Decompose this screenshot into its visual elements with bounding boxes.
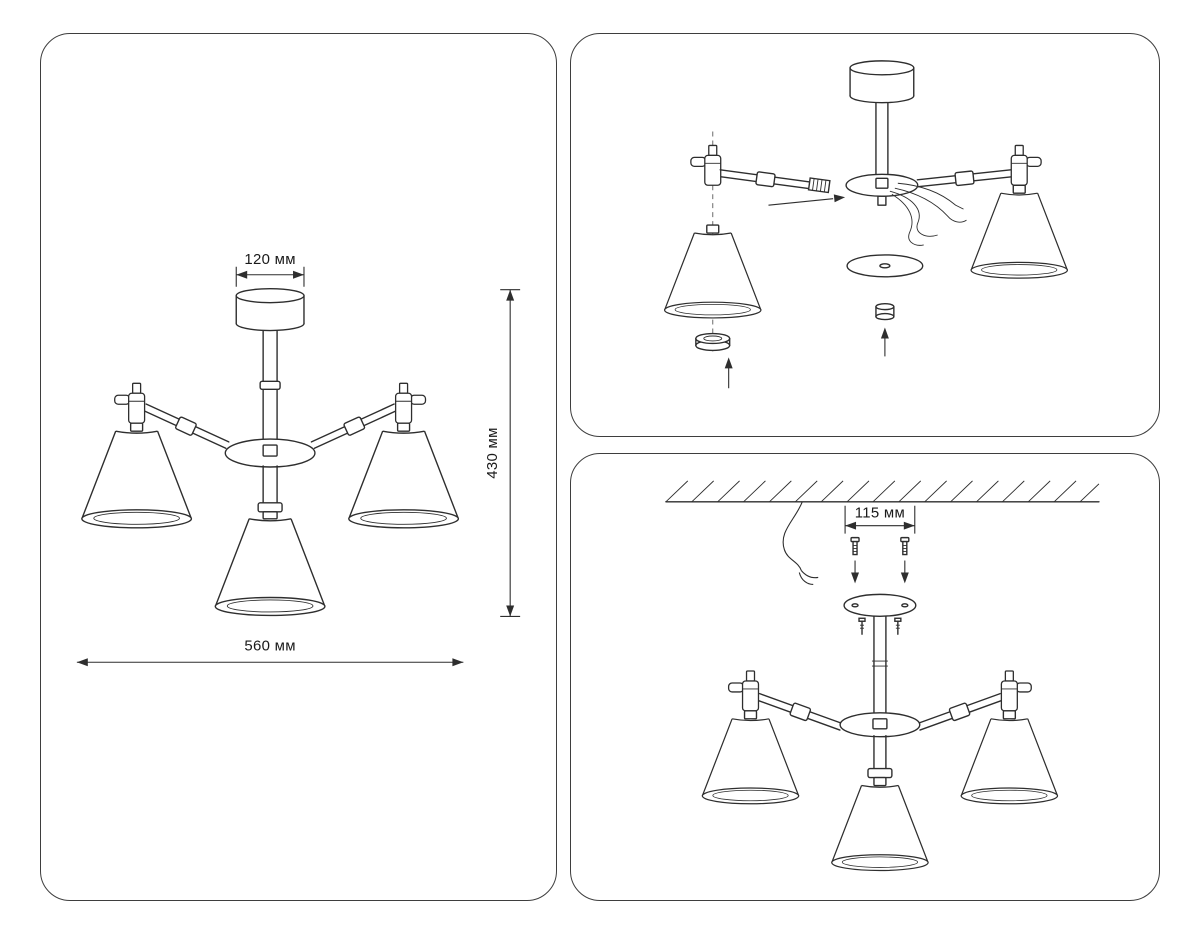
plate-screw-left: [858, 617, 866, 635]
bracket-left: [114, 382, 146, 424]
bracket-right: [1010, 144, 1042, 186]
neck-right: [396, 422, 411, 432]
supply-wire: [782, 501, 819, 585]
arm-left: [142, 403, 230, 449]
arm-right: [916, 692, 1004, 731]
height-label: 430 мм: [484, 427, 501, 478]
central-hub: [839, 712, 921, 738]
arrow-up-shade: [724, 357, 733, 389]
neck-left: [706, 224, 720, 234]
center-drop: [867, 735, 893, 787]
panel-assembly: [570, 33, 1160, 437]
bracket-left: [690, 144, 722, 186]
bracket-right: [394, 382, 427, 424]
arm-left-detached: [719, 169, 831, 194]
dimension-total-width: 560 мм: [76, 637, 464, 667]
neck-left: [129, 422, 144, 432]
stem: [871, 602, 888, 718]
dimension-hole-spacing: 115 мм: [844, 505, 916, 534]
arrow-up-disc: [880, 327, 889, 357]
ceiling-canopy: [235, 287, 305, 332]
neck-left: [743, 710, 758, 720]
mounting-bolt-right: [900, 536, 910, 556]
dimensions-drawing: 120 мм 430 мм 560 мм: [76, 251, 521, 667]
lampshade-right: [348, 430, 460, 529]
assembly-drawing: [663, 60, 1069, 389]
canopy-width-label: 120 мм: [244, 251, 295, 268]
arrow-down-right: [900, 560, 909, 584]
arm-right: [916, 169, 1013, 188]
ceiling-canopy: [849, 60, 915, 104]
lampshade-center: [831, 784, 929, 872]
arm-left: [756, 692, 843, 731]
lampshade-center: [214, 518, 326, 617]
stem: [259, 326, 281, 450]
ring-nut: [695, 332, 731, 352]
lampshade-left: [81, 430, 193, 529]
mounting-bolt-left: [850, 536, 860, 556]
mounting-plate: [843, 593, 917, 617]
wires: [889, 182, 967, 246]
lampshade-right: [960, 718, 1059, 805]
stem: [875, 98, 889, 177]
panel-installation: 115 мм: [570, 453, 1160, 901]
arrow-down-left: [851, 560, 860, 584]
neck-right: [1012, 184, 1026, 194]
lampshade-right: [970, 192, 1069, 279]
installation-drawing: 115 мм: [665, 480, 1100, 872]
total-width-label: 560 мм: [244, 637, 295, 654]
lampshade-left: [701, 718, 800, 805]
panel-dimensions: 120 мм 430 мм 560 мм: [40, 33, 557, 901]
bracket-left: [727, 670, 760, 712]
center-drop: [257, 465, 283, 520]
small-cylinder: [875, 302, 895, 321]
dimension-canopy-width: 120 мм: [235, 251, 305, 287]
hole-spacing-label: 115 мм: [855, 505, 905, 522]
lampshade-left-detached: [663, 232, 762, 319]
ceiling: [665, 480, 1100, 503]
cover-disc: [846, 254, 924, 278]
threaded-end: [807, 177, 831, 194]
central-hub: [224, 438, 316, 468]
central-hub: [845, 173, 919, 206]
dimension-height: 430 мм: [484, 289, 521, 617]
assembly-arrow: [768, 194, 846, 206]
plate-screw-right: [894, 617, 902, 635]
neck-right: [1002, 710, 1017, 720]
arm-right: [310, 403, 398, 449]
bracket-right: [1000, 670, 1032, 712]
